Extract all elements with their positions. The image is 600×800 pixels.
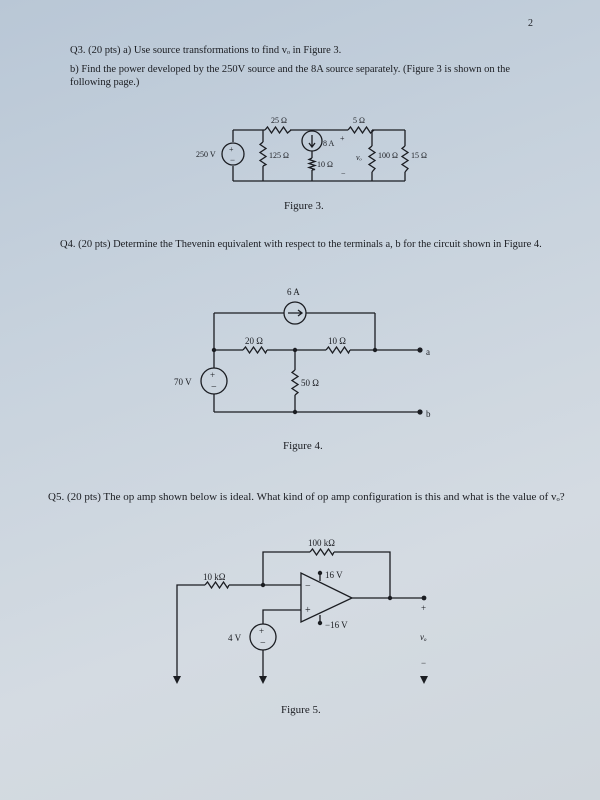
fig4-label-20ohm: 20 Ω — [245, 336, 263, 346]
fig5-label-10k: 10 kΩ — [203, 572, 226, 582]
fig3-label-15ohm: 15 Ω — [411, 151, 427, 160]
figure-5-circuit: − + + − 100 kΩ 10 kΩ 16 V −16 V 4 V + vₒ… — [173, 538, 428, 684]
resistor-50 — [290, 369, 300, 396]
resistor-125 — [258, 141, 268, 167]
fig4-label-10ohm: 10 Ω — [328, 336, 346, 346]
fig4-label-70v: 70 V — [174, 377, 192, 387]
voltage-source-250 — [221, 142, 245, 166]
fig3-label-250v: 250 V — [196, 150, 216, 159]
fig4-label-b: b — [426, 409, 431, 419]
svg-text:+: + — [259, 626, 264, 636]
svg-text:+: + — [210, 370, 215, 380]
svg-text:−: − — [211, 382, 217, 393]
question-4: Q4. (20 pts) Determine the Thevenin equi… — [60, 239, 542, 250]
voltage-source-70 — [200, 367, 228, 395]
fig5-label-minus: − — [421, 658, 426, 668]
svg-text:−: − — [260, 638, 266, 649]
q3-part-a: Q3. (20 pts) a) Use source transformatio… — [70, 45, 342, 56]
current-source-8a — [301, 130, 323, 152]
q3-part-b: b) Find the power developed by the 250V … — [70, 64, 511, 89]
fig4-label-6a: 6 A — [287, 287, 300, 297]
fig4-label-50ohm: 50 Ω — [301, 378, 319, 388]
question-3: Q3. (20 pts) a) Use source transformatio… — [70, 44, 540, 95]
terminal-b — [417, 409, 423, 415]
fig3-label-100ohm: 100 Ω — [378, 151, 398, 160]
terminal-a — [417, 347, 423, 353]
op-amp — [300, 571, 354, 624]
svg-text:+: + — [229, 145, 234, 154]
resistor-100k — [309, 547, 335, 557]
resistor-10-fig4 — [325, 345, 351, 355]
svg-text:+: + — [305, 605, 311, 616]
figure-3-circuit: + − 250 V 25 Ω 125 Ω 8 A 10 Ω 5 Ω + vₒ −… — [196, 116, 427, 182]
resistor-5 — [347, 125, 375, 135]
svg-text:−: − — [305, 581, 311, 592]
fig3-label-5ohm: 5 Ω — [353, 116, 365, 125]
resistor-25 — [264, 125, 292, 135]
fig5-label-16v: 16 V — [325, 570, 343, 580]
fig3-label-8a: 8 A — [323, 139, 335, 148]
figure-4-circuit: + − 6 A 20 Ω 10 Ω 70 V 50 Ω a b — [174, 287, 431, 419]
current-source-6a — [283, 301, 307, 325]
figure-3-caption: Figure 3. — [284, 200, 324, 212]
question-5: Q5. (20 pts) The op amp shown below is i… — [48, 491, 565, 503]
figure-4-caption: Figure 4. — [283, 440, 323, 452]
fig3-label-10ohm: 10 Ω — [317, 160, 333, 169]
fig3-label-125ohm: 125 Ω — [269, 151, 289, 160]
fig3-label-plus: + — [340, 134, 345, 143]
fig4-label-a: a — [426, 347, 430, 357]
page-number: 2 — [528, 18, 533, 29]
voltage-source-4v — [249, 623, 277, 651]
fig3-label-25ohm: 25 Ω — [271, 116, 287, 125]
fig3-label-minus: − — [341, 169, 346, 178]
fig5-label-vo: vₒ — [420, 632, 427, 642]
figure-5-caption: Figure 5. — [281, 704, 321, 716]
fig5-label-plus: + — [421, 603, 426, 613]
resistor-20 — [242, 345, 268, 355]
resistor-100 — [367, 145, 377, 173]
fig5-label-100k: 100 kΩ — [308, 538, 335, 548]
fig3-label-vo: vₒ — [356, 153, 363, 162]
resistor-10 — [306, 157, 318, 171]
resistor-10k — [204, 580, 230, 590]
fig5-label-4v: 4 V — [228, 633, 242, 643]
svg-text:−: − — [230, 155, 235, 165]
fig5-label-neg16v: −16 V — [325, 620, 348, 630]
resistor-15 — [400, 145, 410, 173]
